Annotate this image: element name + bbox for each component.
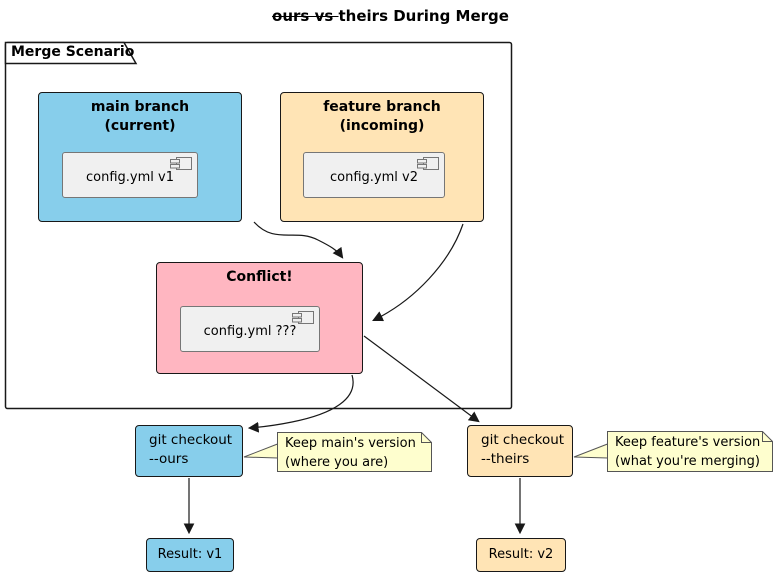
arrow-main-to-conflict [253, 221, 344, 259]
main-branch-title-line1: main branch [90, 99, 190, 115]
arrow-feature-to-conflict [372, 223, 464, 322]
config-yml-conflict-label: config.yml ??? [203, 324, 297, 339]
result-v2-label: Result: v2 [488, 547, 554, 562]
config-yml-v2-component: config.yml v2 [303, 152, 445, 198]
note-ours: Keep main's version (where you are) [285, 434, 430, 472]
note-theirs-line1: Keep feature's version [615, 435, 761, 450]
git-checkout-theirs-box: git checkout --theirs [467, 425, 573, 477]
feature-branch-title-line2: (incoming) [339, 118, 425, 134]
git-checkout-ours-box: git checkout --ours [135, 425, 243, 477]
config-yml-v1-component: config.yml v1 [62, 152, 198, 198]
main-branch-title: main branch (current) [39, 93, 241, 136]
config-yml-v1-label: config.yml v1 [86, 170, 174, 185]
component-icon [170, 157, 192, 170]
title-struck-text: ours vs [272, 7, 339, 25]
main-branch-title-line2: (current) [104, 118, 176, 134]
diagram-title: ours vs theirs During Merge [0, 7, 781, 25]
config-yml-conflict-component: config.yml ??? [180, 306, 320, 352]
note-theirs-pointer [573, 443, 608, 459]
arrow-conflict-to-theirs [363, 335, 480, 423]
ours-cmd-line1: git checkout [149, 432, 233, 448]
note-ours-line1: Keep main's version [285, 436, 416, 451]
note-ours-line2: (where you are) [285, 455, 389, 470]
title-rest-text: theirs During Merge [338, 7, 509, 25]
frame-label: Merge Scenario [11, 44, 135, 60]
feature-branch-title: feature branch (incoming) [281, 93, 483, 136]
conflict-title: Conflict! [226, 269, 293, 285]
component-icon [292, 311, 314, 324]
ours-cmd-line2: --ours [149, 451, 189, 467]
feature-branch-title-line1: feature branch [323, 99, 441, 115]
result-v2-box: Result: v2 [476, 538, 566, 572]
result-v1-label: Result: v1 [157, 547, 223, 562]
config-yml-v2-label: config.yml v2 [330, 170, 418, 185]
result-v1-box: Result: v1 [146, 538, 234, 572]
theirs-cmd-line2: --theirs [481, 451, 530, 467]
component-icon [417, 157, 439, 170]
arrow-conflict-to-ours [247, 374, 354, 433]
theirs-cmd-line1: git checkout [481, 432, 565, 448]
note-theirs-line2: (what you're merging) [615, 454, 760, 469]
note-theirs: Keep feature's version (what you're merg… [615, 433, 773, 471]
note-ours-pointer [243, 443, 278, 459]
